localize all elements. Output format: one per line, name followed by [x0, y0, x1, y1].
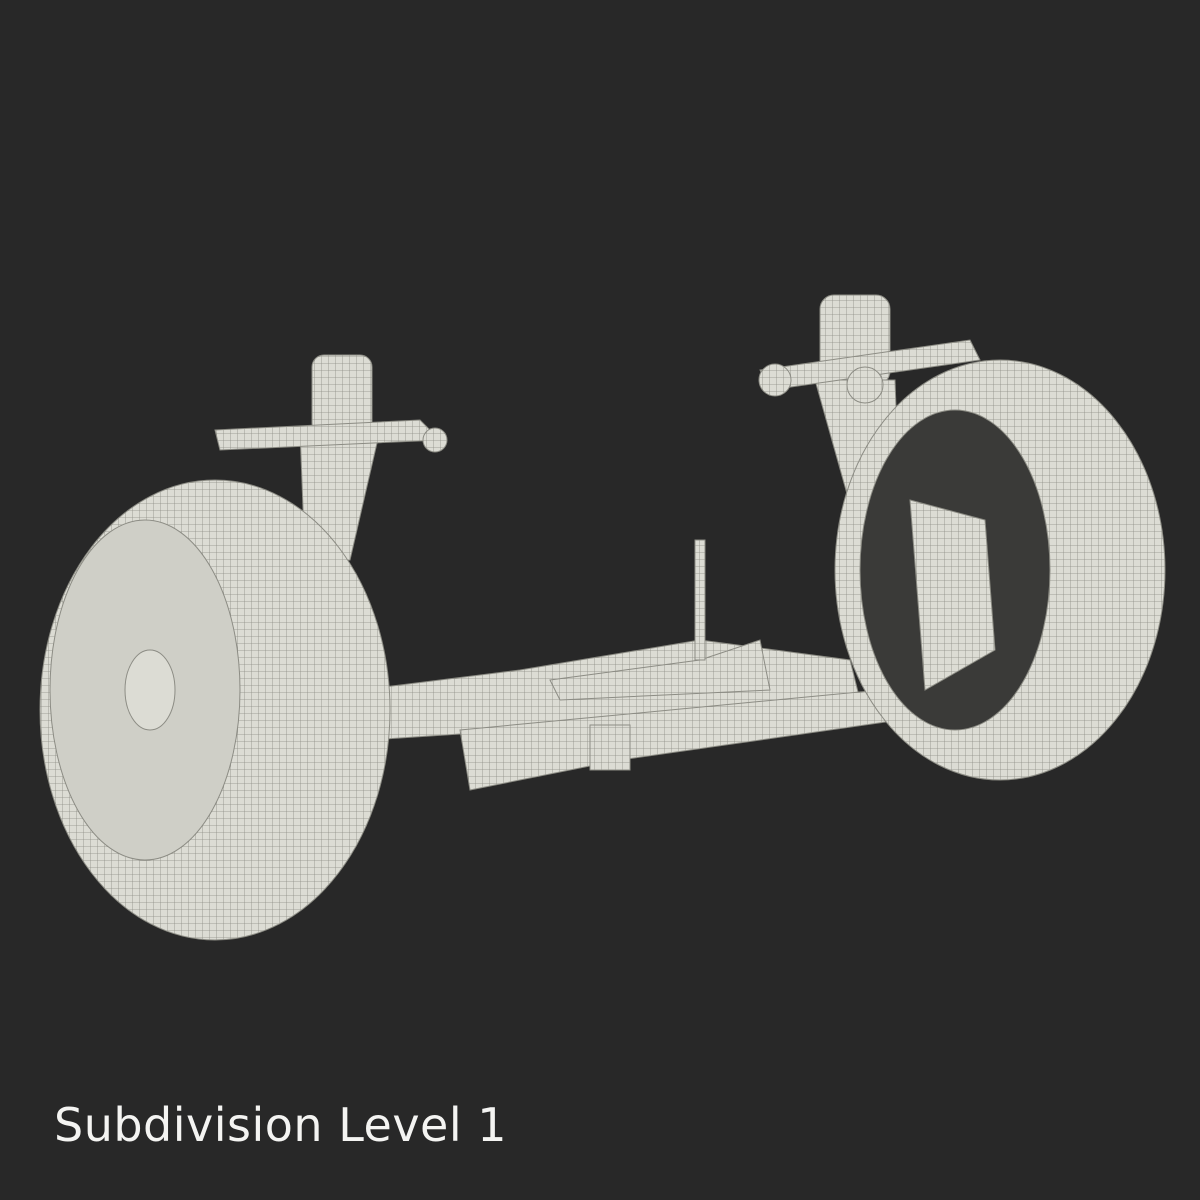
right-strut	[758, 294, 981, 661]
left-wheel	[39, 479, 391, 941]
caption: Subdivision Level 1	[54, 1098, 508, 1152]
right-wheel	[834, 359, 1166, 781]
left-strut	[214, 354, 448, 561]
